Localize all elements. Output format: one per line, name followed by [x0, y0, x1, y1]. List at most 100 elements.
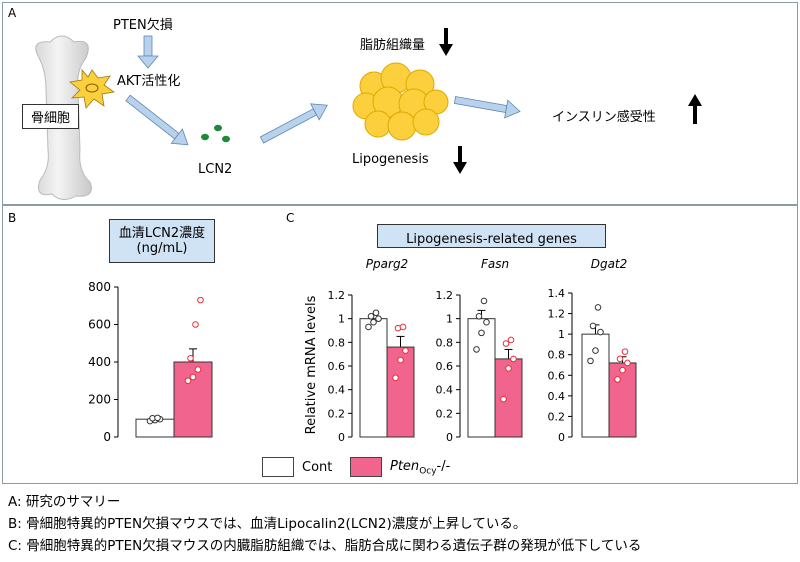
data-point — [367, 313, 375, 320]
osteocyte-nucleus-icon — [85, 83, 99, 93]
arrow-akt-lcn2 — [125, 94, 189, 146]
y-tick-label: 0.4 — [548, 390, 566, 403]
y-tick-label: 0.4 — [328, 384, 346, 397]
panel-a-label: A — [8, 6, 17, 20]
data-point — [624, 359, 631, 367]
gene-title: Pparg2 — [366, 257, 408, 271]
legend-pten-swatch — [350, 457, 382, 477]
legend-pten-main: Pten — [390, 459, 420, 474]
bar-pten — [608, 362, 637, 438]
panel-a-diagram — [35, 28, 702, 200]
y-tick-label: 0.8 — [548, 349, 566, 362]
legend-pten-label: PtenOcy-/- — [390, 459, 450, 477]
y-tick-label: 0.2 — [328, 407, 346, 420]
data-point — [372, 309, 380, 317]
charts-svg: 0 200 400 600 800 0 0.2 0.4 0.6 0.8 1 1.2 Pparg2 0 0.2… — [88, 257, 637, 444]
data-point — [197, 296, 204, 304]
gene-title: Dgat2 — [591, 257, 628, 271]
data-point — [189, 373, 197, 381]
data-point — [473, 346, 480, 353]
data-point — [507, 336, 515, 344]
data-point — [402, 347, 409, 354]
data-point — [399, 323, 407, 331]
data-point — [192, 321, 199, 328]
caption-a: A: 研究のサマリー — [8, 494, 121, 510]
bar-cont — [359, 318, 388, 438]
y-tick-label: 0.8 — [436, 336, 454, 349]
y-tick-label: 400 — [88, 355, 111, 369]
bar-cont — [467, 318, 496, 438]
data-point — [502, 340, 510, 347]
data-point — [187, 354, 194, 362]
lcn2-dot-icon — [201, 133, 209, 141]
data-point — [194, 366, 202, 373]
data-point — [587, 357, 594, 365]
y-tick-label: 1.2 — [548, 308, 566, 321]
gene-title: Fasn — [481, 257, 509, 271]
panel-a — [2, 2, 798, 205]
data-point — [594, 304, 602, 311]
y-tick-label: 0.6 — [548, 369, 566, 382]
lcn2-dot-icon — [222, 135, 230, 143]
y-tick-label: 0.6 — [436, 360, 454, 373]
data-point — [375, 315, 382, 322]
data-point — [154, 414, 161, 422]
data-point — [475, 313, 483, 320]
panel-c-label: C — [286, 211, 295, 225]
legend-cont-label: Cont — [302, 460, 333, 475]
insulin-up-arrow-icon — [688, 94, 702, 124]
data-point — [597, 328, 604, 336]
data-point — [478, 329, 485, 337]
insulin-sensitivity-label: インスリン感受性 — [552, 110, 656, 125]
arrow-pten-akt — [137, 35, 159, 69]
pten-loss-label: PTEN欠損 — [113, 18, 173, 33]
y-tick-label: 0 — [103, 430, 111, 444]
bone-cell-box: 骨細胞 — [22, 104, 80, 129]
arrow-lcn2-fat — [259, 103, 328, 144]
lipogenesis-label: Lipogenesis — [352, 152, 429, 167]
data-point — [616, 355, 624, 363]
y-tick-label: 0.4 — [436, 384, 454, 397]
panel-bc — [2, 205, 798, 484]
y-tick-label: 200 — [88, 393, 111, 407]
panel-b-unit: (ng/mL) — [136, 241, 188, 256]
y-tick-label: 1 — [338, 313, 345, 326]
bar-pten — [173, 361, 213, 438]
data-point — [589, 322, 597, 330]
y-tick-label: 1.2 — [328, 289, 346, 302]
y-tick-label: 800 — [88, 280, 111, 294]
y-tick-label: 0 — [338, 431, 345, 444]
data-point — [397, 356, 404, 364]
data-point — [592, 347, 599, 354]
y-tick-label: 0.2 — [548, 410, 566, 423]
arrow-fat-insulin — [453, 96, 521, 119]
panel-c-title-box: Lipogenesis-related genes — [377, 224, 606, 248]
lcn2-dot-icon — [214, 124, 222, 132]
y-tick-label: 0 — [446, 431, 453, 444]
y-tick-label: 0.8 — [328, 336, 346, 349]
bar-pten — [494, 358, 523, 438]
y-tick-label: 1 — [558, 328, 565, 341]
data-point — [500, 395, 507, 403]
y-tick-label: 600 — [88, 318, 111, 332]
panel-c-ylabel: Relative mRNA levels — [304, 295, 319, 434]
y-tick-label: 0 — [558, 431, 565, 444]
fat-mass-label: 脂肪組織量 — [360, 38, 426, 53]
adipocyte-cluster-icon — [352, 62, 449, 141]
data-point — [505, 365, 512, 372]
akt-label: AKT活性化 — [117, 74, 181, 89]
data-point — [365, 323, 372, 331]
caption-b: B: 骨細胞特異的PTEN欠損マウスでは、血清Lipocalin2(LCN2)濃… — [8, 516, 527, 532]
caption-c: C: 骨細胞特異的PTEN欠損マウスの内臓脂肪組織では、脂肪合成に関わる遺伝子群… — [8, 538, 642, 554]
legend-pten-tail: -/- — [436, 459, 451, 474]
y-tick-label: 0.6 — [328, 360, 346, 373]
y-tick-label: 1.4 — [548, 287, 566, 300]
data-point — [619, 366, 626, 374]
panel-b-title-box: 血清LCN2濃度 (ng/mL) — [109, 219, 215, 263]
y-tick-label: 1.2 — [436, 289, 454, 302]
panel-b-title: 血清LCN2濃度 — [118, 226, 206, 241]
fat-mass-down-arrow-icon — [439, 28, 453, 56]
data-point — [621, 348, 629, 355]
data-point — [614, 376, 621, 383]
data-point — [184, 377, 192, 385]
